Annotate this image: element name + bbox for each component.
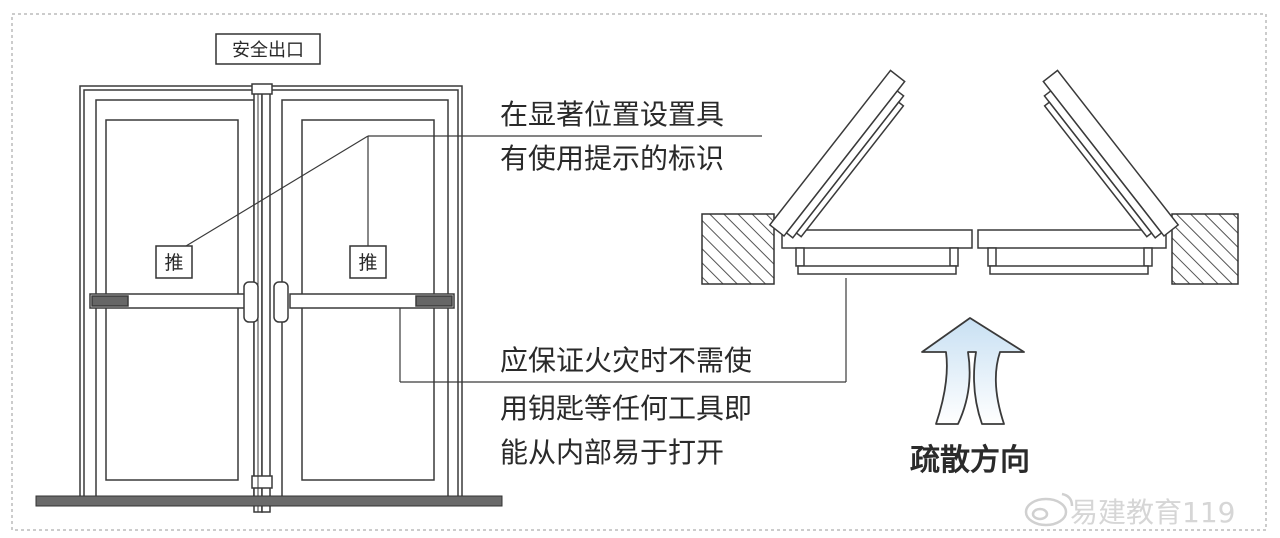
svg-text:推: 推 xyxy=(358,252,377,274)
push-sign-left: 推 xyxy=(155,245,193,279)
push-sign-right: 推 xyxy=(349,245,387,279)
frame-border xyxy=(11,13,1267,531)
annotation-top-line1: 在显著位置设置具 xyxy=(500,98,724,131)
svg-text:推: 推 xyxy=(164,252,183,274)
watermark-text: 易建教育119 xyxy=(1070,496,1235,529)
floor-line xyxy=(35,495,503,507)
watermark: 易建教育119 xyxy=(1024,492,1235,529)
weibo-logo-icon xyxy=(1024,492,1074,527)
right-push-bar xyxy=(289,293,455,309)
door-handles xyxy=(243,281,289,323)
plan-wall-left xyxy=(701,213,775,285)
annotation-top-line2: 有使用提示的标识 xyxy=(500,142,724,175)
plan-leaf-open-right xyxy=(1042,69,1180,239)
plan-leaf-closed-left xyxy=(781,229,973,275)
door-frame xyxy=(79,85,463,499)
plan-wall-right xyxy=(1171,213,1239,285)
exit-sign: 安全出口 xyxy=(215,33,321,65)
leader-lines-bottom xyxy=(399,278,847,383)
plan-leaf-open-left xyxy=(768,69,906,239)
plan-leaf-closed-right xyxy=(977,229,1167,275)
annotation-bottom-line2: 用钥匙等任何工具即 xyxy=(500,392,752,425)
exit-sign-text: 安全出口 xyxy=(232,40,304,61)
left-push-bar xyxy=(89,293,255,309)
evacuation-direction-label: 疏散方向 xyxy=(910,443,1030,478)
leader-lines-top xyxy=(185,135,762,247)
annotation-bottom-line3: 能从内部易于打开 xyxy=(500,436,724,469)
evacuation-arrow xyxy=(921,317,1025,425)
annotation-bottom-line1: 应保证火灾时不需使 xyxy=(500,344,752,377)
